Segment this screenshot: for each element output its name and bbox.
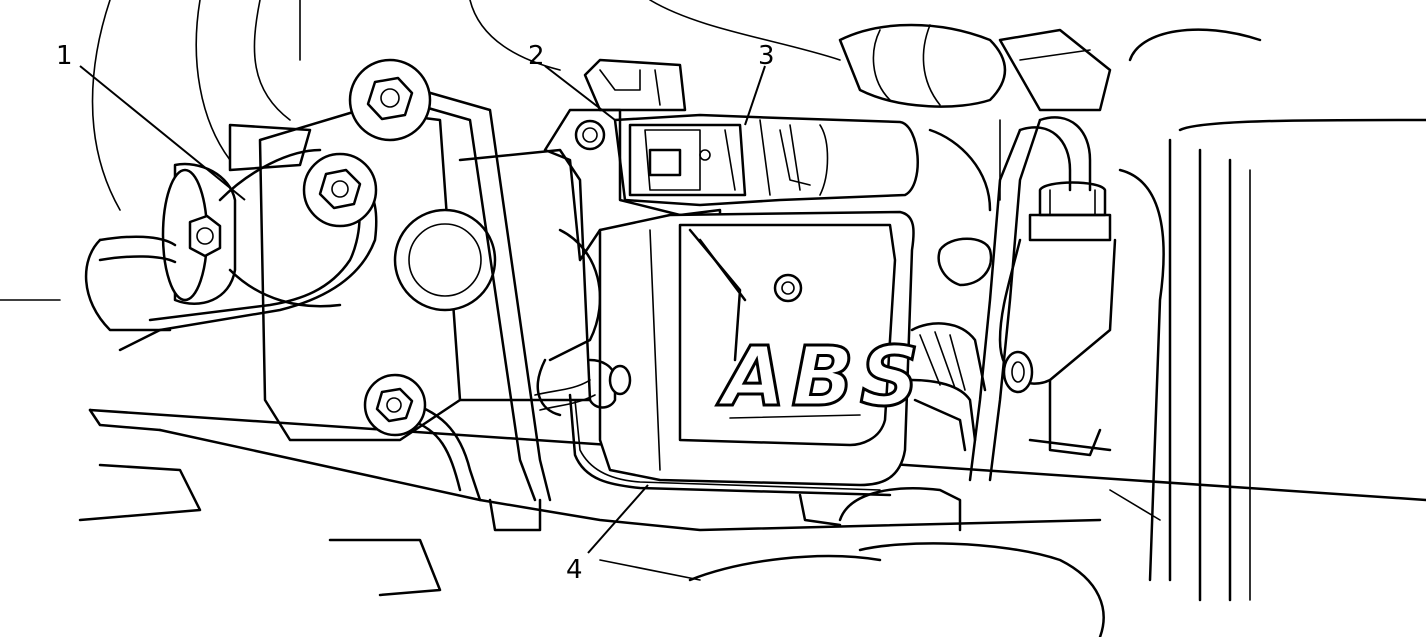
module-abs-marking: ABS xyxy=(716,330,925,425)
callout-3: 3 xyxy=(758,41,775,71)
abs-control-module: ABS xyxy=(568,210,925,497)
callout-leaders xyxy=(79,65,766,554)
master-cylinder xyxy=(998,181,1117,457)
leader-2 xyxy=(544,65,616,121)
line-fittings xyxy=(302,58,432,437)
callout-labels: 1 2 3 4 xyxy=(56,41,775,585)
leader-4 xyxy=(587,484,649,554)
callout-2: 2 xyxy=(528,41,545,71)
wiring-harness xyxy=(534,322,987,452)
callout-4: 4 xyxy=(566,555,583,585)
electrical-connector xyxy=(583,58,919,207)
leader-3 xyxy=(744,65,766,126)
callout-1: 1 xyxy=(56,41,73,71)
leader-1 xyxy=(79,65,246,201)
hydraulic-unit xyxy=(84,108,602,442)
